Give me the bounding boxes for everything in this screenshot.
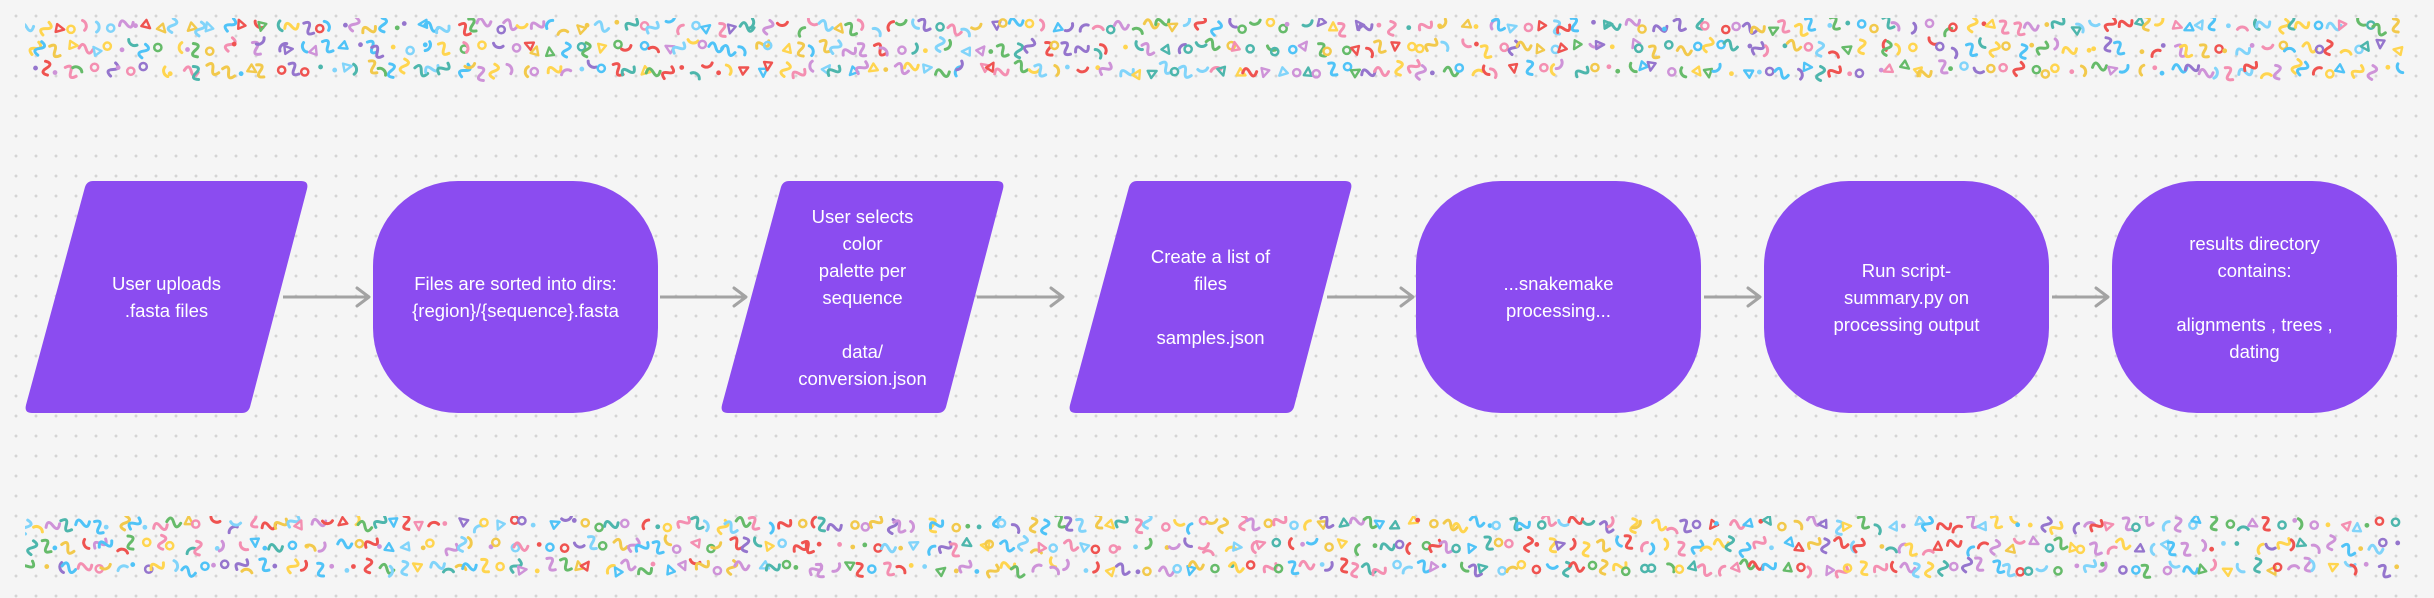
node-label: results directory contains: alignments ,… xyxy=(2176,232,2333,362)
node-label: User uploads .fasta files xyxy=(111,273,221,321)
rounded-rect-shape xyxy=(1764,181,2049,413)
rounded-rect-shape xyxy=(2112,181,2397,413)
node-label: Create a list of files samples.json xyxy=(1150,246,1271,348)
arrow-2-to-3 xyxy=(660,286,748,308)
node-label: ...snakemake processing... xyxy=(1503,273,1614,321)
node-select-color-palette[interactable]: User selects color palette per sequence … xyxy=(720,181,1005,413)
arrow-3-to-4 xyxy=(977,286,1065,308)
node-upload-fasta[interactable]: User uploads .fasta files xyxy=(24,181,309,413)
confetti-banner-bottom xyxy=(25,516,2405,581)
arrow-1-to-2 xyxy=(283,286,371,308)
node-create-file-list[interactable]: Create a list of files samples.json xyxy=(1068,181,1353,413)
arrow-5-to-6 xyxy=(1704,286,1762,308)
confetti-banner-top xyxy=(25,18,2405,83)
node-sort-into-dirs[interactable]: Files are sorted into dirs: {region}/{se… xyxy=(373,181,658,413)
parallelogram-shape xyxy=(721,181,1004,413)
rounded-rect-shape xyxy=(373,181,658,413)
node-label: Run script-summary.py on processing outp… xyxy=(1833,259,1980,335)
arrow-6-to-7 xyxy=(2052,286,2110,308)
confetti-pattern xyxy=(25,18,2405,82)
parallelogram-shape xyxy=(25,181,308,413)
parallelogram-shape xyxy=(1069,181,1352,413)
node-label: User selects color palette per sequence … xyxy=(798,205,927,389)
node-results-directory[interactable]: results directory contains: alignments ,… xyxy=(2112,181,2397,413)
node-label: Files are sorted into dirs: {region}/{se… xyxy=(412,273,619,321)
node-run-script-summary[interactable]: Run script-summary.py on processing outp… xyxy=(1764,181,2049,413)
arrow-4-to-5 xyxy=(1327,286,1415,308)
rounded-rect-shape xyxy=(1416,181,1701,413)
node-snakemake-processing[interactable]: ...snakemake processing... xyxy=(1416,181,1701,413)
confetti-pattern xyxy=(25,516,2401,579)
